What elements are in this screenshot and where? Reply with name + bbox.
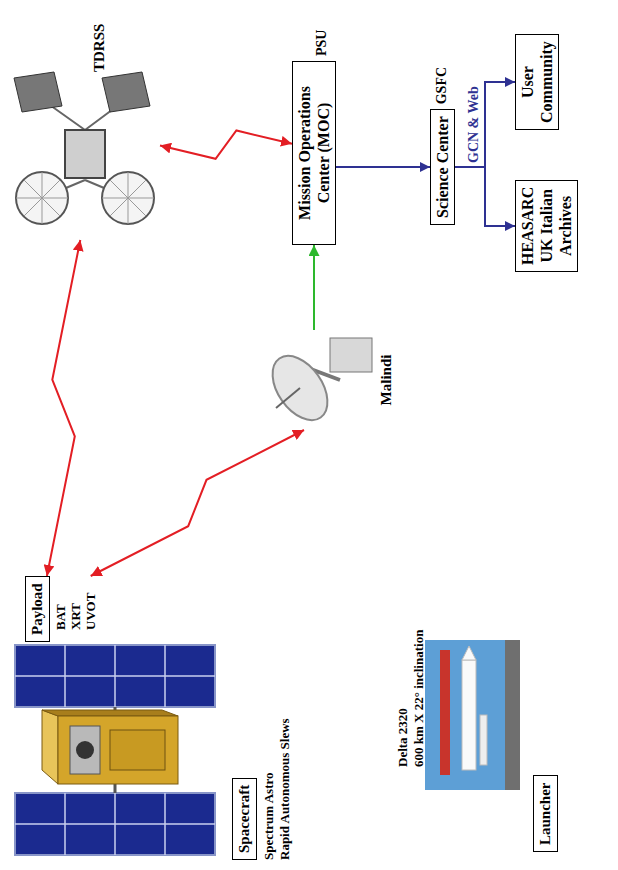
solar-panel [14,72,62,112]
part-box: Spacecraft [232,778,257,860]
station-label: Malindi [378,355,394,406]
site-label: PSU [314,30,330,56]
part-box: Payload [25,576,50,642]
satellite-label: TDRSS [91,24,107,72]
satellite-body [65,130,105,178]
part-box: Launcher [533,775,558,852]
process-box: HEASARC UK Italian Archives [515,180,578,272]
spacecraft-node: SpacecraftSpectrum AstroRapid Autonomous… [232,718,293,860]
link-arrow [455,167,515,226]
archive-box: HEASARC UK Italian Archives [515,180,578,272]
launcher-note: Delta 2320 [395,708,411,767]
launch-tower [440,650,450,775]
body-top [42,710,58,784]
ground-station: Malindi [262,330,402,430]
process-box: Science Center [430,109,455,225]
dish-building [330,338,372,372]
dish-feed [276,388,300,408]
rocket-body [462,660,476,770]
orbit-note: 600 km X 22° inclination [411,630,427,767]
spacecraft-illustration [15,645,215,855]
payload-node: PayloadBAT XRT UVOT [25,576,98,642]
rocket-booster [480,715,487,765]
solar-panel [102,72,150,112]
tdrss-illustration [14,72,154,224]
dish-antenna [16,172,68,224]
community-box: User Community [515,34,559,130]
dish-ribs [16,172,68,224]
link-arrow [336,166,430,168]
process-box: User Community [515,34,559,130]
link-arrow [313,245,315,330]
ground-station-dish [261,338,372,430]
instrument [110,730,165,770]
rocket-nose [462,646,476,660]
photo-sky [425,640,520,790]
panel-grid [15,645,215,707]
dish-antenna [102,172,154,224]
relay-satellite: TDRSS [15,15,160,240]
body-front [58,716,178,784]
part-note: Rapid Autonomous Slews [277,718,293,860]
launcher-node: Launcher Delta 2320600 km X 22° inclinati… [395,582,558,852]
link-arrow [91,430,304,576]
body-side [42,710,178,716]
site-label: GSFC [434,67,450,104]
telescope-aperture [76,741,94,759]
instrument-list: BAT XRT UVOT [53,593,98,630]
operations-box: Mission Operations Center (MOC)PSU [292,61,336,245]
link-arrow [47,240,80,576]
panel-grid [15,793,215,855]
link-label: GCN & Web [466,84,482,165]
launcher-photo [425,640,520,790]
process-box: Mission Operations Center (MOC) [292,61,336,245]
link-arrow [455,82,515,167]
link-arrow [160,131,292,159]
solar-panel [15,645,215,707]
photo-ground [505,640,520,790]
dish-reflector [261,346,338,430]
dish-ribs [102,172,154,224]
solar-panel [15,793,215,855]
part-note: Spectrum Astro [261,772,277,860]
science-box: Science CenterGSFC [430,109,455,225]
instrument [70,726,100,774]
